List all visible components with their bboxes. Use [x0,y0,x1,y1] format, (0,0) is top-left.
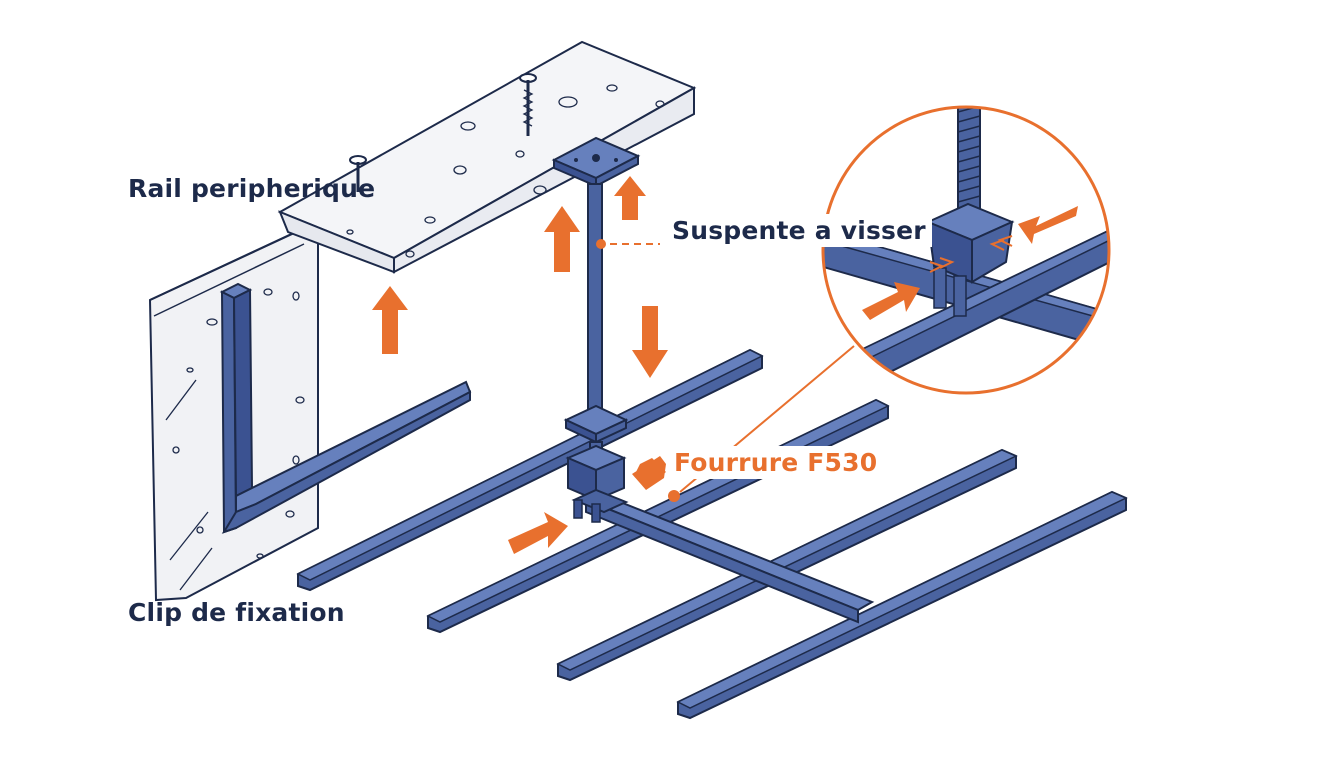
arrow-left-icon [632,456,666,490]
arrow-right-icon [862,282,920,320]
fourrure-channels [296,348,1128,720]
suspente-hanger [551,136,641,523]
label-rail-peripherique: Rail peripherique [128,174,376,203]
arrow-up-icon [614,176,646,220]
label-suspente-a-visser: Suspente a visser [666,214,932,247]
orange-arrows [372,176,668,554]
arrow-up-icon [544,206,580,272]
arrow-left-icon [1018,206,1078,244]
arrow-right-icon [508,512,568,554]
clip-fixation-l-profile [219,282,472,534]
label-clip-de-fixation: Clip de fixation [128,598,345,627]
concrete-slab [277,40,697,274]
arrow-up-icon [372,286,408,354]
anchor-screw-icon [519,73,537,136]
arrow-down-icon [632,306,668,378]
fourrure-channel [556,448,1018,682]
fourrure-channel [676,490,1128,720]
label-fourrure-f530: Fourrure F530 [668,446,884,479]
anchor-screw-icon [349,155,367,192]
